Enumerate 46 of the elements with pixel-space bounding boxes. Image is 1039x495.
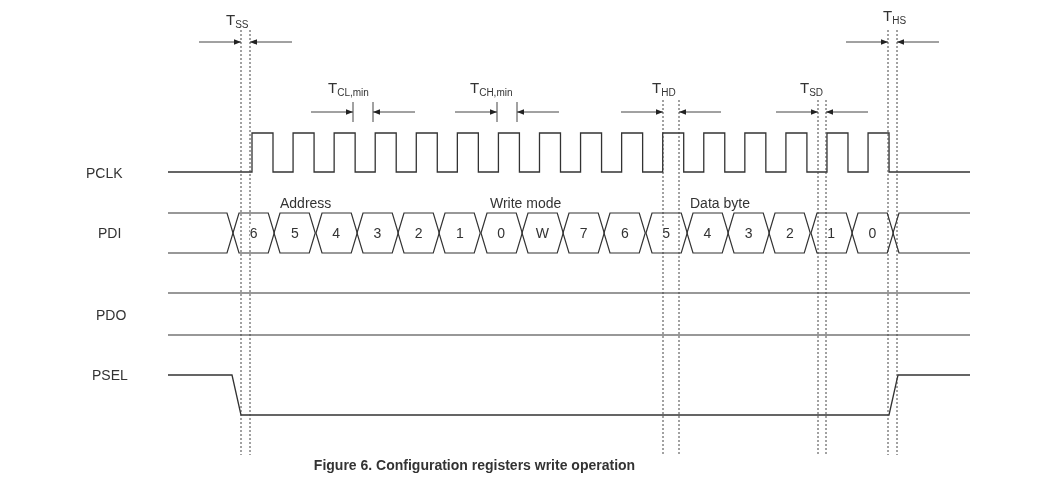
signal-name: PSEL	[92, 367, 128, 383]
bit-value: 0	[868, 226, 877, 240]
bit-value: 4	[703, 226, 712, 240]
bus-cell	[645, 213, 687, 253]
bus-cell	[769, 213, 811, 253]
bit-value: 7	[579, 226, 588, 240]
bit-value: 1	[456, 226, 464, 240]
group-label: Data byte	[690, 195, 750, 211]
signal-name: PCLK	[86, 165, 123, 181]
signal-name: PDI	[98, 225, 122, 241]
bit-value: 3	[744, 226, 753, 240]
bit-value: 0	[497, 226, 505, 240]
bit-value: 5	[291, 226, 299, 240]
figure-caption: Figure 6. Configuration registers write operation	[313, 457, 636, 473]
timing-label: T$_{HS}$	[883, 8, 907, 28]
bus-cell	[274, 213, 316, 253]
bit-value: 2	[786, 226, 794, 240]
bus-cell	[480, 213, 522, 253]
timing-label: T$_{CL,min}$	[328, 80, 369, 100]
bit-value: 4	[332, 226, 340, 240]
bus-cell	[810, 213, 852, 253]
bit-value: W	[535, 226, 549, 240]
bus-cell	[398, 213, 440, 253]
bus-cell	[851, 213, 893, 253]
bus-cell	[686, 213, 728, 253]
bus-cell	[604, 213, 646, 253]
bit-value: 6	[249, 226, 258, 240]
bus-cell	[439, 213, 481, 253]
bus-cell	[521, 213, 563, 253]
timing-label: T$_{HD}$	[652, 80, 676, 100]
bit-value: 6	[621, 226, 629, 240]
bus-cell	[728, 213, 770, 253]
bus-cell	[233, 213, 275, 253]
timing-label: T$_{CH,min}$	[470, 80, 513, 100]
timing-label: T$_{SD}$	[800, 80, 824, 100]
bus-cell	[356, 213, 398, 253]
bit-value: 3	[373, 226, 382, 240]
bit-value: 1	[827, 226, 835, 240]
bus-cell	[315, 213, 357, 253]
group-label: Address	[280, 195, 332, 211]
bit-value: 2	[414, 226, 423, 240]
bus-cell	[563, 213, 605, 253]
signal-name: PDO	[96, 307, 127, 323]
group-label: Write mode	[490, 195, 562, 211]
bit-value: 5	[662, 226, 670, 240]
timing-label: T$_{SS}$	[226, 12, 249, 32]
